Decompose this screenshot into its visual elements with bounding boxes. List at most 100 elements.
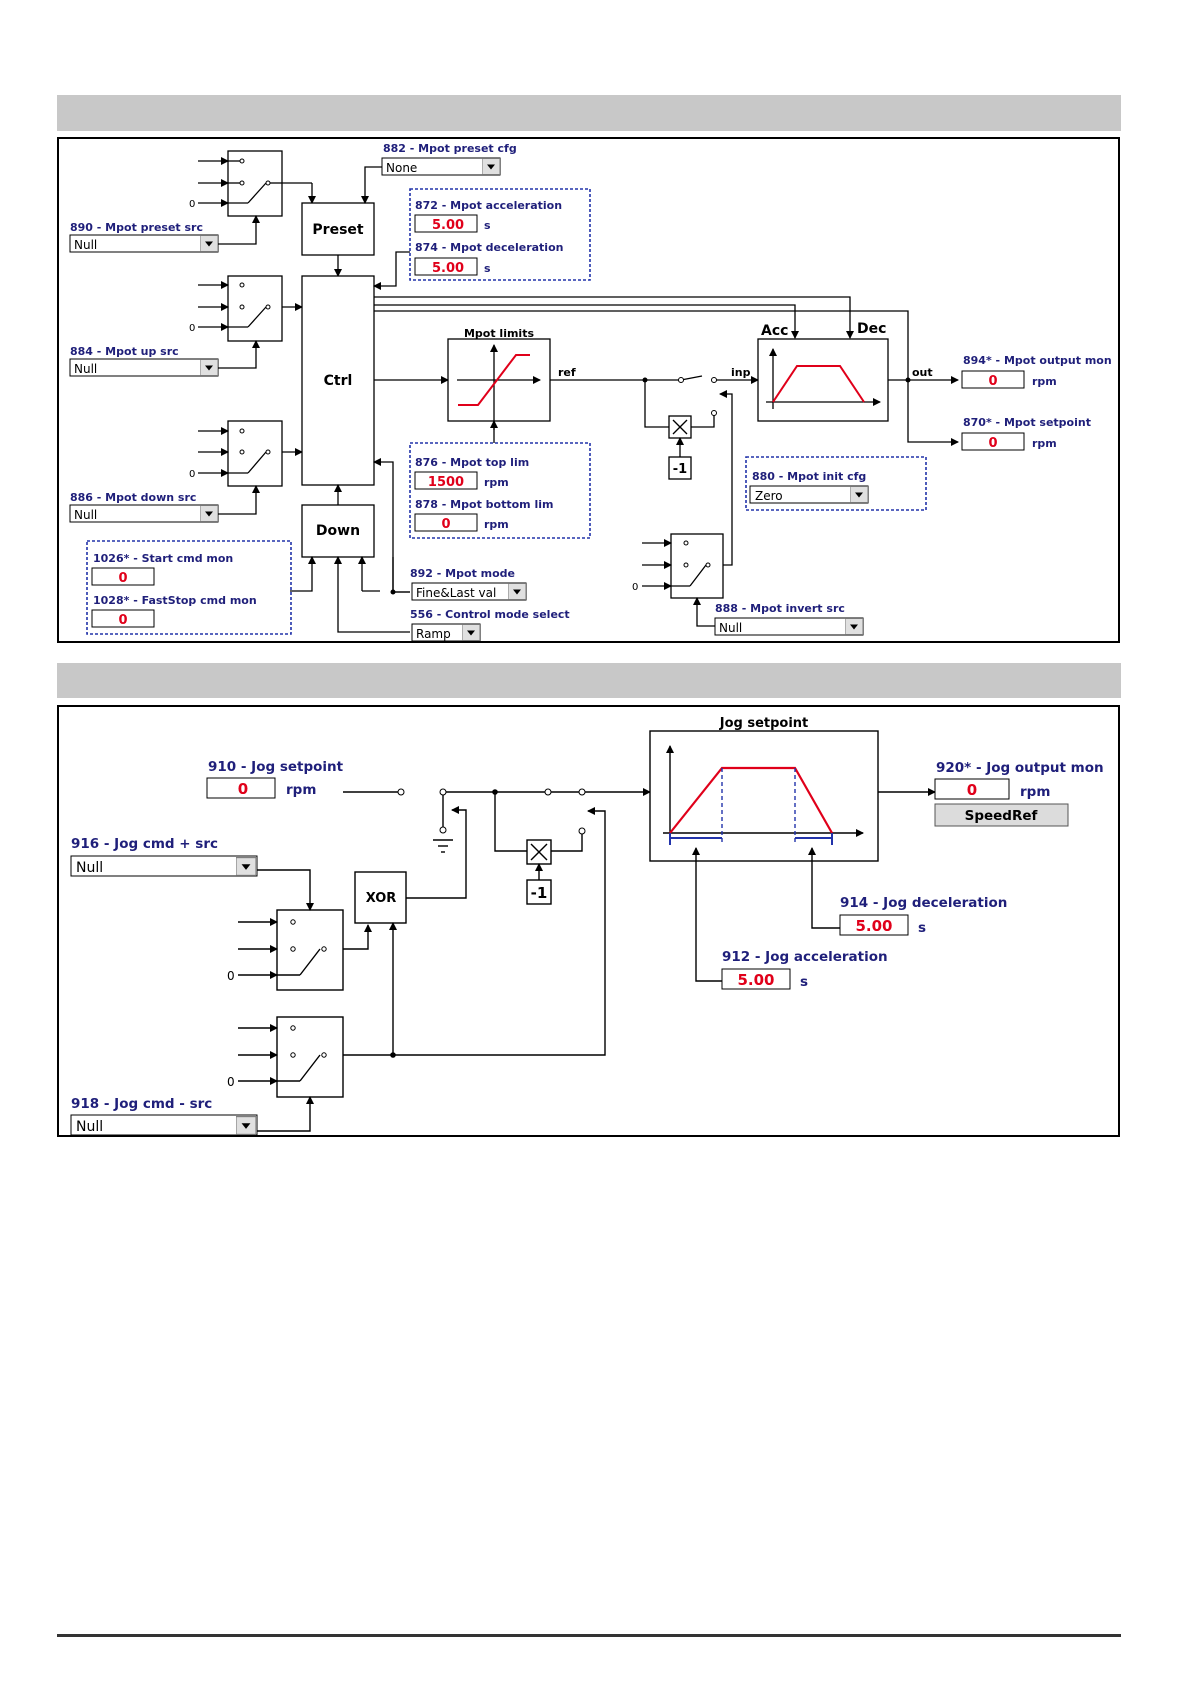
chevron-down-icon <box>200 505 218 522</box>
jog-cmd-minus-label: 918 - Jog cmd - src <box>71 1096 212 1112</box>
jog-accel-label: 912 - Jog acceleration <box>722 949 888 965</box>
acc-label: Acc <box>761 323 788 339</box>
faststop-cmd-field <box>91 609 155 628</box>
jog-output-mon-unit: rpm <box>1020 784 1050 800</box>
init-cfg-dropdown[interactable] <box>749 485 869 504</box>
faststop-cmd-label: 1028* - FastStop cmd mon <box>93 594 257 607</box>
jog-output-mon-field <box>934 778 1010 800</box>
bottom-lim-field[interactable] <box>414 513 478 532</box>
jog-output-mon-label: 920* - Jog output mon <box>936 760 1104 776</box>
accel-label: 872 - Mpot acceleration <box>415 199 562 212</box>
setpoint-label: 870* - Mpot setpoint <box>963 416 1091 429</box>
cmd-monitor-group <box>86 540 292 635</box>
top-lim-unit: rpm <box>484 476 509 489</box>
start-cmd-value: 0 <box>118 571 127 586</box>
ref-signal-label: ref <box>558 366 576 379</box>
jog-ramp-title: Jog setpoint <box>719 716 809 731</box>
output-mon-value: 0 <box>988 374 997 389</box>
jog-accel-unit: s <box>800 974 808 990</box>
decel-field[interactable] <box>414 257 478 276</box>
jog-decel-unit: s <box>918 920 926 936</box>
chevron-down-icon <box>200 235 218 252</box>
section-header-jog <box>57 663 1121 698</box>
page-footer-rule <box>57 1634 1121 1637</box>
top-lim-field[interactable] <box>414 471 478 490</box>
jog-setpoint-value: 0 <box>238 780 248 798</box>
mode-label: 892 - Mpot mode <box>410 567 515 580</box>
xor-block <box>354 871 407 924</box>
limits-params-group <box>409 442 591 539</box>
jog-decel-label: 914 - Jog deceleration <box>840 895 1007 911</box>
mpot-ramp-block <box>757 338 889 422</box>
speedref-button-label: SpeedRef <box>965 808 1038 824</box>
up-src-label: 884 - Mpot up src <box>70 345 179 358</box>
chevron-down-icon <box>508 583 526 600</box>
dec-label: Dec <box>857 321 886 337</box>
up-src-dropdown[interactable] <box>69 358 219 377</box>
preset-block <box>301 202 375 256</box>
init-cfg-label: 880 - Mpot init cfg <box>752 470 866 483</box>
bottom-lim-unit: rpm <box>484 518 509 531</box>
jog-cmd-minus-dropdown[interactable] <box>70 1114 258 1136</box>
mpot-limits-label: Mpot limits <box>464 327 534 340</box>
init-cfg-value: Zero <box>755 489 783 503</box>
zero-input-label: 0 <box>189 199 195 210</box>
invert-src-dropdown[interactable] <box>714 617 864 636</box>
preset-src-value: Null <box>74 238 97 252</box>
preset-block-label: Preset <box>312 222 363 238</box>
jog-cmd-plus-dropdown[interactable] <box>70 855 258 877</box>
start-cmd-field <box>91 567 155 586</box>
ctrl-block-label: Ctrl <box>324 373 353 389</box>
speedref-button[interactable] <box>934 803 1069 827</box>
output-mon-unit: rpm <box>1032 375 1057 388</box>
negate-constant: -1 <box>673 462 687 477</box>
faststop-cmd-value: 0 <box>118 613 127 628</box>
jog-decel-value: 5.00 <box>855 917 892 935</box>
ctrl-block <box>301 275 375 486</box>
invert-src-label: 888 - Mpot invert src <box>715 602 845 615</box>
top-lim-value: 1500 <box>428 475 464 490</box>
jog-cmd-plus-value: Null <box>76 860 103 876</box>
jog-diagram-panel <box>57 705 1120 1137</box>
section-header-mpot <box>57 95 1121 131</box>
chevron-down-icon <box>482 158 500 175</box>
jog-cmd-minus-value: Null <box>76 1119 103 1135</box>
jog-accel-field[interactable] <box>721 968 791 990</box>
decel-unit: s <box>484 262 491 275</box>
preset-cfg-value: None <box>386 161 417 175</box>
ramp-params-group <box>409 188 591 281</box>
accel-field[interactable] <box>414 214 478 233</box>
jog-negate-constant: -1 <box>531 884 548 902</box>
accel-value: 5.00 <box>432 218 464 233</box>
jog-output-mon-value: 0 <box>967 781 977 799</box>
inp-signal-label: inp <box>731 366 751 379</box>
jog-decel-field[interactable] <box>839 914 909 936</box>
start-cmd-label: 1026* - Start cmd mon <box>93 552 233 565</box>
out-signal-label: out <box>912 366 933 379</box>
zero-input-label: 0 <box>189 323 195 334</box>
preset-cfg-label: 882 - Mpot preset cfg <box>383 142 517 155</box>
chevron-down-icon <box>850 486 868 503</box>
jog-switch-minus <box>276 1016 344 1098</box>
output-mon-label: 894* - Mpot output mon <box>963 354 1112 367</box>
down-src-dropdown[interactable] <box>69 504 219 523</box>
selector-switch-up <box>227 275 283 342</box>
preset-cfg-dropdown[interactable] <box>381 157 501 176</box>
output-mon-field <box>961 370 1025 389</box>
chevron-down-icon <box>845 618 863 635</box>
preset-src-dropdown[interactable] <box>69 234 219 253</box>
accel-unit: s <box>484 219 491 232</box>
jog-ramp-block <box>649 730 879 862</box>
down-block-label: Down <box>316 523 360 539</box>
setpoint-value: 0 <box>988 436 997 451</box>
jog-cmd-plus-label: 916 - Jog cmd + src <box>71 836 218 852</box>
chevron-down-icon <box>200 359 218 376</box>
down-src-value: Null <box>74 508 97 522</box>
jog-setpoint-label: 910 - Jog setpoint <box>208 759 344 775</box>
zero-input-label: 0 <box>227 1075 235 1089</box>
jog-setpoint-field[interactable] <box>206 777 276 799</box>
jog-switch-plus <box>276 909 344 991</box>
chevron-down-icon <box>236 1116 256 1135</box>
mode-dropdown[interactable] <box>411 582 527 601</box>
